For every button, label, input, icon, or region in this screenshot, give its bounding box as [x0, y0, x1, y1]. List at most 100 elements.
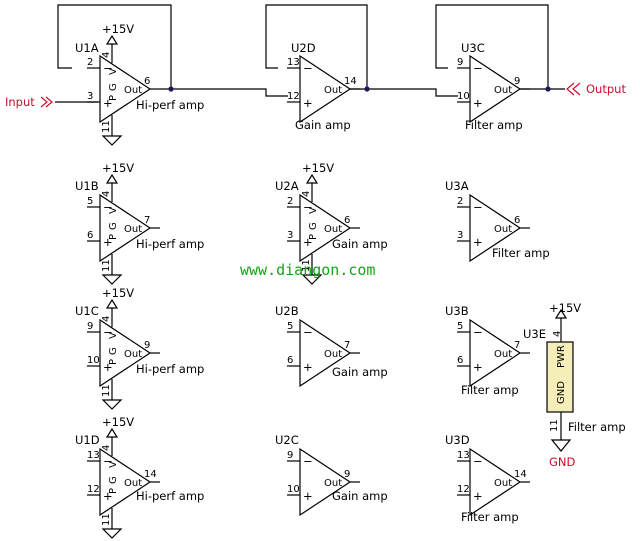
out-label: Out: [124, 224, 142, 235]
desc-label: Filter amp: [461, 383, 519, 397]
pin-minus-number: 13: [87, 450, 100, 461]
pin-out-number: 14: [344, 76, 357, 87]
op-amp-symbol: [99, 318, 152, 388]
pin-plus-number: 12: [87, 484, 100, 495]
op-amp-symbol: [469, 193, 522, 263]
desc-label: Gain amp: [332, 489, 388, 503]
input-port-arrow: [40, 96, 53, 108]
out-label: Out: [124, 85, 142, 96]
pin-minus-number: 9: [87, 321, 93, 332]
pin-out-number: 6: [514, 215, 520, 226]
pin-minus-number: 5: [87, 196, 93, 207]
g-letter: G: [108, 347, 119, 355]
op-amp-symbol: [99, 447, 152, 517]
u3e-desc: Filter amp: [568, 420, 626, 434]
desc-label: Hi-perf amp: [136, 237, 204, 251]
ref-label: U1D: [75, 433, 100, 447]
vcc-label: +15V: [102, 161, 134, 175]
plus-sign: +: [303, 489, 313, 503]
v-letter: V: [308, 207, 319, 214]
pin-out-number: 7: [144, 215, 150, 226]
pin-minus-number: 9: [457, 57, 463, 68]
pin-minus-number: 13: [287, 57, 300, 68]
minus-sign: −: [103, 454, 113, 468]
ground-arrow-icon: [101, 135, 123, 146]
watermark-text: www.diangon.com: [240, 261, 375, 279]
ground-arrow-icon: [101, 399, 123, 410]
plus-sign: +: [103, 360, 113, 374]
u3c-feedback-wire: [435, 4, 549, 89]
out-label: Out: [324, 224, 342, 235]
pin-out-number: 7: [344, 340, 350, 351]
vcc-arrow-icon: [105, 173, 119, 184]
junction-dot: [168, 86, 174, 92]
pin-g-number: 11: [101, 513, 112, 526]
pin-minus-number: 13: [457, 450, 470, 461]
pin-v-number: 4: [101, 191, 112, 197]
vcc-arrow-icon: [105, 298, 119, 309]
pin-minus-number: 5: [457, 321, 463, 332]
pin-minus-number: 2: [87, 57, 93, 68]
minus-sign: −: [303, 61, 313, 75]
pin-g-number: 11: [101, 384, 112, 397]
output-net-label: Output: [586, 82, 626, 96]
vcc-label: +15V: [102, 415, 134, 429]
ref-label: U3C: [461, 41, 485, 55]
u1a-feedback-wire: [57, 4, 172, 89]
v-letter: V: [108, 332, 119, 339]
pin-out-number: 14: [144, 469, 157, 480]
pin-g-number: 11: [101, 120, 112, 133]
pin-plus-number: 10: [87, 355, 100, 366]
desc-label: Filter amp: [461, 510, 519, 524]
minus-sign: −: [103, 325, 113, 339]
out-label: Out: [124, 478, 142, 489]
op-amp-symbol: [299, 447, 352, 517]
pin-v-number: 4: [101, 52, 112, 58]
pin-minus-number: 9: [287, 450, 293, 461]
p-letter: P: [308, 234, 319, 240]
vcc-arrow-icon: [305, 173, 319, 184]
out-label: Out: [494, 224, 512, 235]
p-letter: P: [108, 234, 119, 240]
u3e-body: [546, 341, 574, 413]
pin-out-number: 9: [514, 76, 520, 87]
op-amp-symbol: [99, 193, 152, 263]
pin-out-number: 14: [514, 469, 527, 480]
plus-sign: +: [103, 235, 113, 249]
out-label: Out: [324, 349, 342, 360]
g-letter: G: [308, 222, 319, 230]
plus-sign: +: [303, 96, 313, 110]
out-label: Out: [494, 478, 512, 489]
pin-plus-number: 6: [87, 230, 93, 241]
op-amp-symbol: [299, 193, 352, 263]
pin-g-number: 11: [101, 259, 112, 272]
u3e-ref-label: U3E: [523, 327, 546, 341]
u3e-pwr-label: PWR: [556, 345, 567, 368]
ref-label: U2A: [275, 179, 299, 193]
minus-sign: −: [473, 325, 483, 339]
p-letter: P: [108, 359, 119, 365]
plus-sign: +: [303, 235, 313, 249]
input-net-label: Input: [5, 95, 35, 109]
minus-sign: −: [303, 200, 313, 214]
out-label: Out: [494, 349, 512, 360]
v-letter: V: [108, 207, 119, 214]
pin-v-number: 4: [101, 316, 112, 322]
pin-plus-number: 3: [457, 230, 463, 241]
u3e-power-unit: U3E +15V 4 PWR GND 11 GND Filter amp: [523, 301, 626, 469]
u3e-vcc-label: +15V: [549, 301, 581, 315]
junction-dot: [364, 86, 370, 92]
p-letter: P: [108, 95, 119, 101]
g-letter: G: [108, 222, 119, 230]
pin-out-number: 9: [344, 469, 350, 480]
ground-arrow-icon: [101, 528, 123, 539]
u2d-feedback-wire: [265, 4, 368, 89]
